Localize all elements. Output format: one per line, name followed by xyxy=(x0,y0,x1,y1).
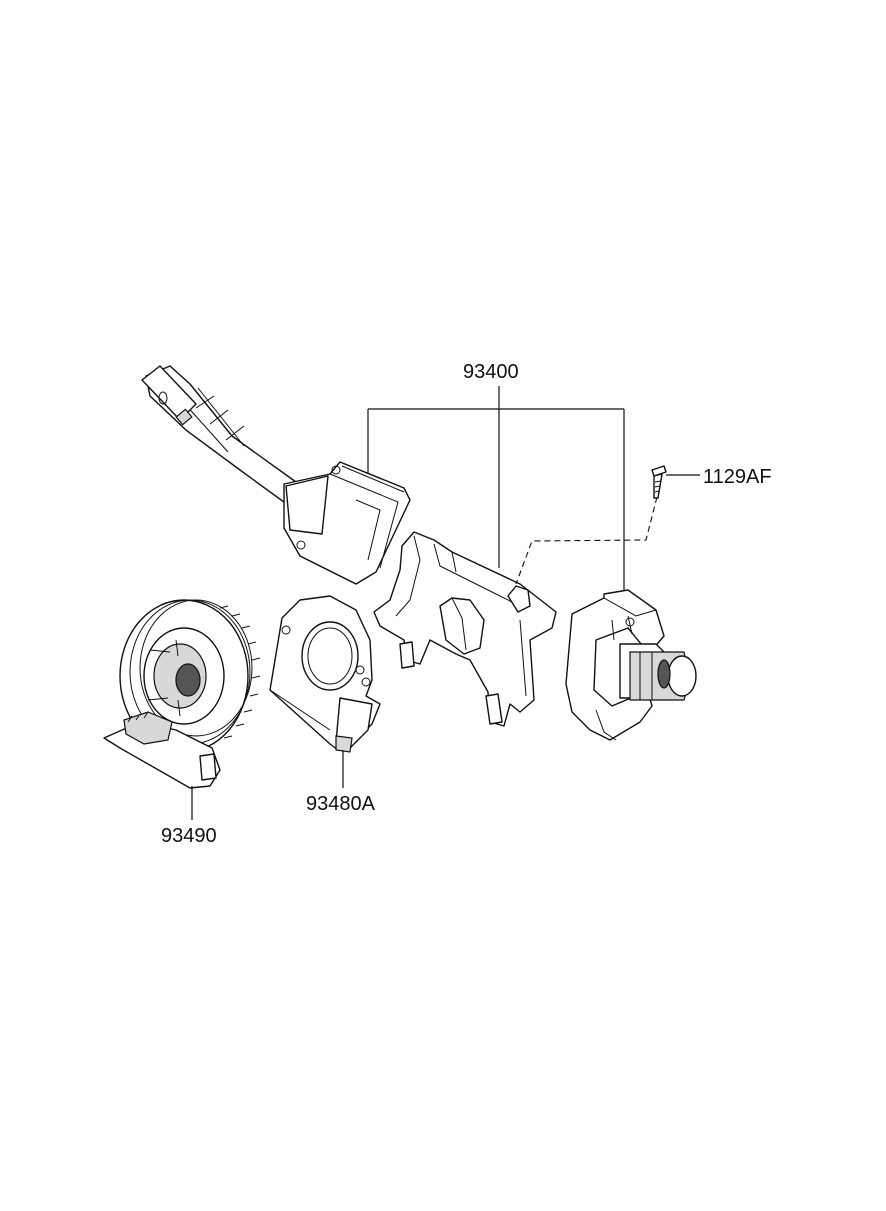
multifunction-switch-lever xyxy=(141,365,411,585)
clock-spring xyxy=(103,599,261,789)
wiper-switch xyxy=(565,589,697,741)
assembly-leader-lines xyxy=(367,386,625,595)
switch-mounting-bracket xyxy=(373,531,557,727)
callout-93490: 93490 xyxy=(161,825,217,847)
mounting-screw xyxy=(651,465,667,499)
screw-position-line xyxy=(515,496,658,585)
callout-93480A: 93480A xyxy=(306,793,376,815)
steering-angle-sensor-plate xyxy=(269,595,381,753)
callout-93400: 93400 xyxy=(463,361,519,383)
callout-1129AF: 1129AF xyxy=(703,466,772,488)
